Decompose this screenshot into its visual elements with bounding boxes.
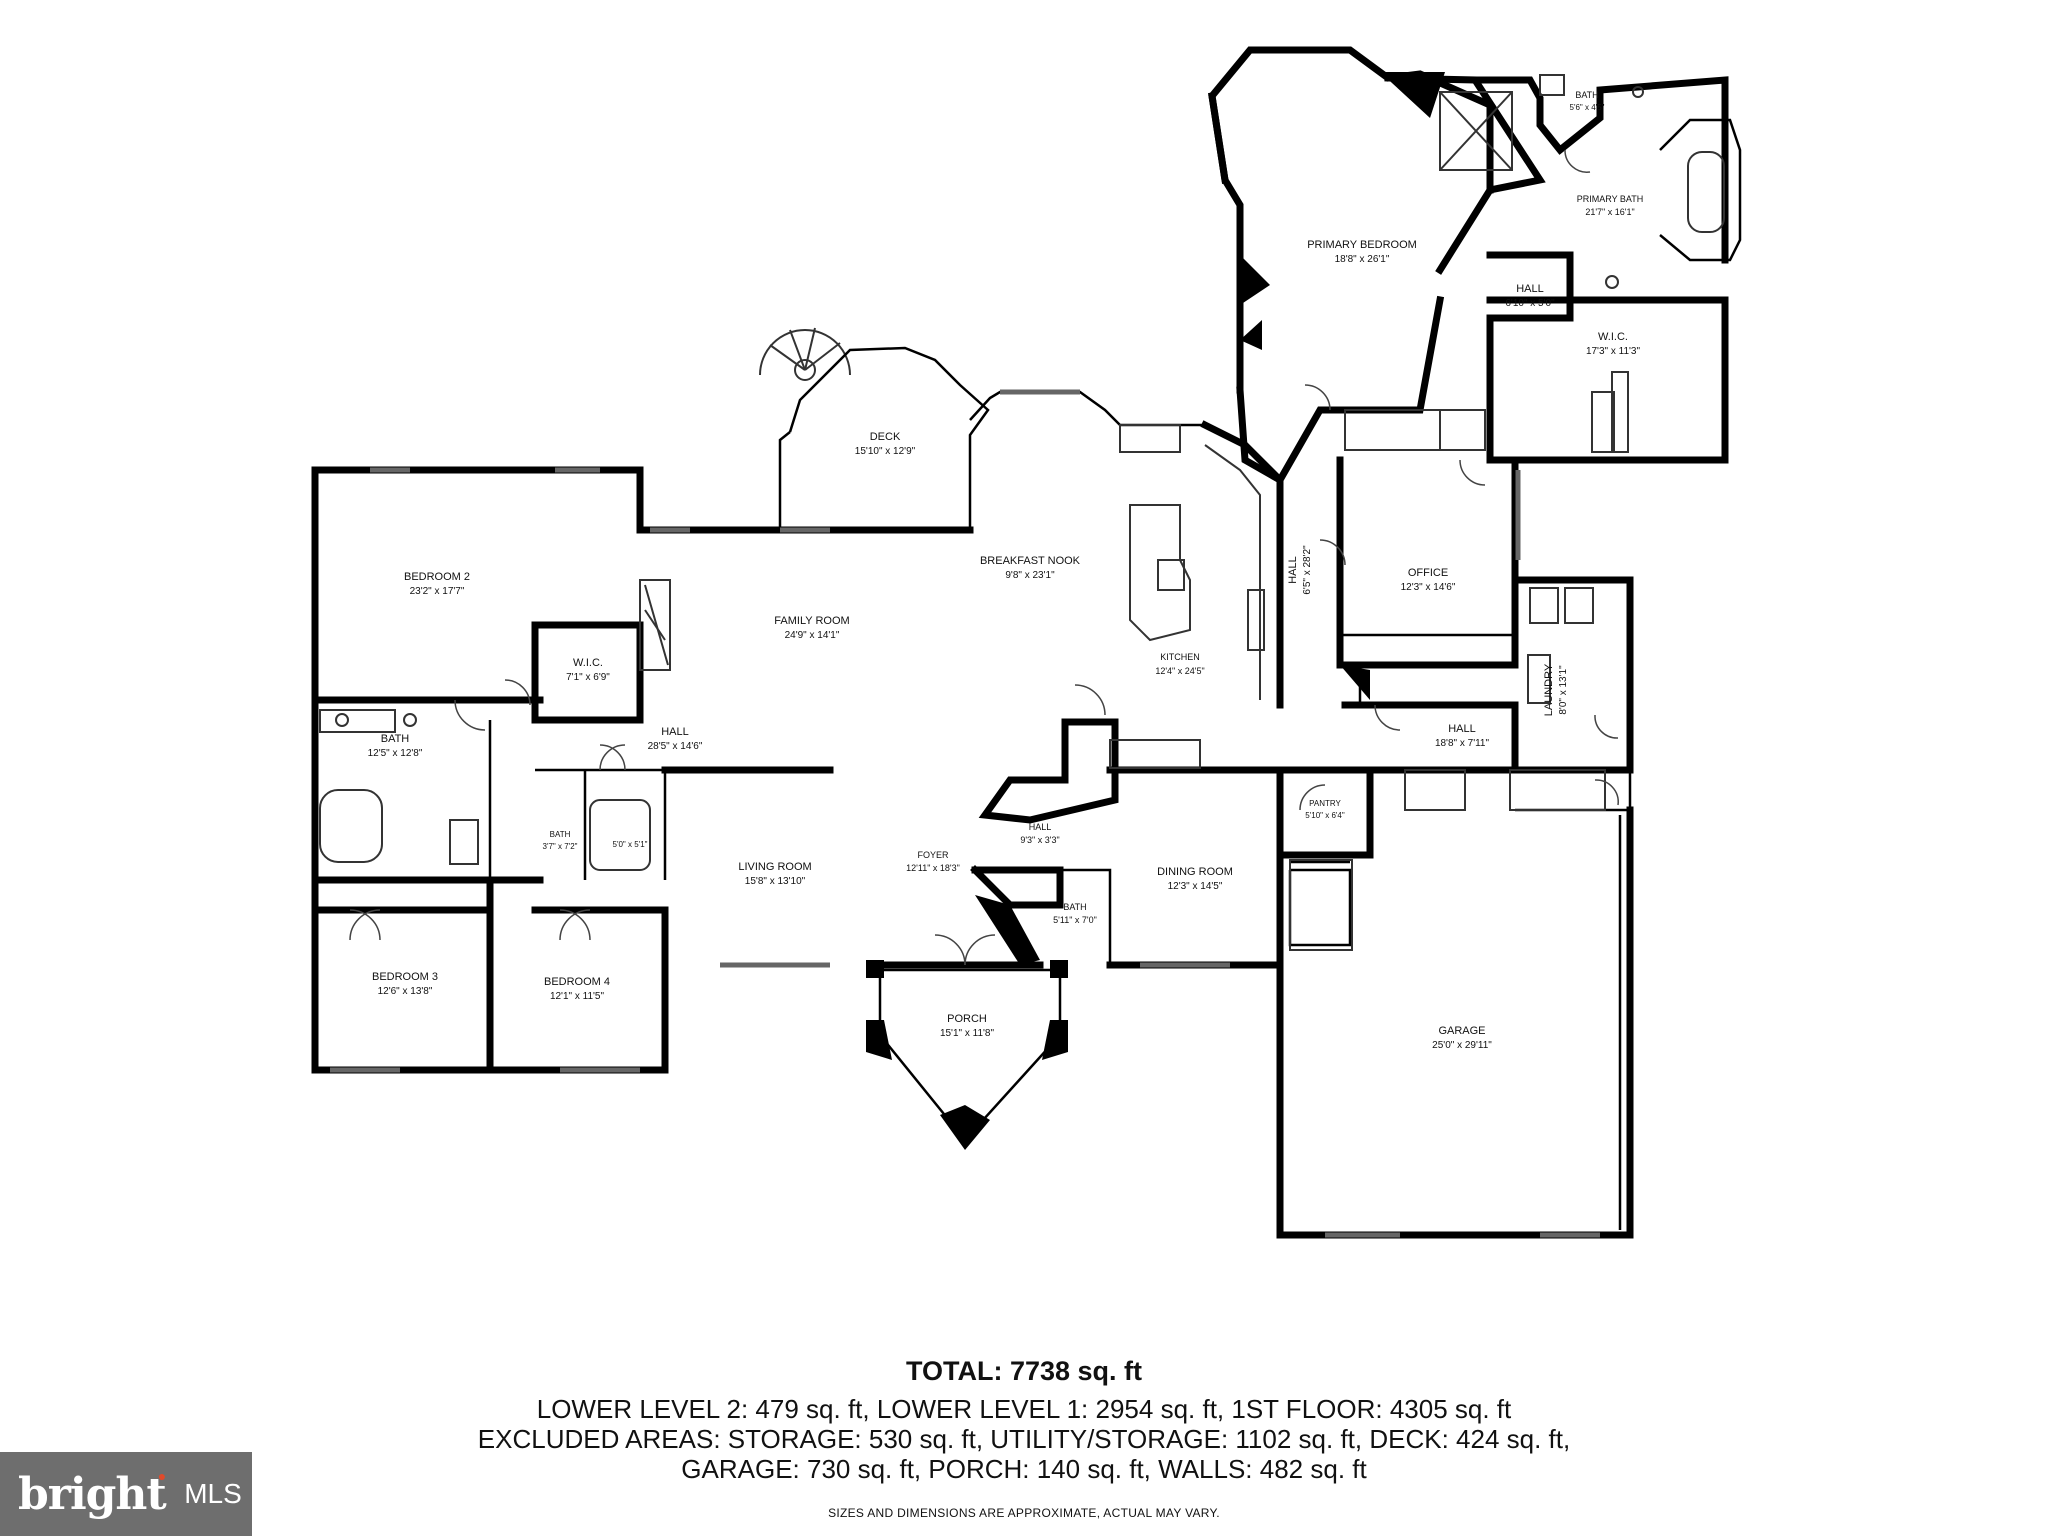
room-deck-dims: 15'10" x 12'9": [855, 446, 916, 457]
deck-area: [759, 327, 1205, 532]
room-office-name: OFFICE: [1408, 567, 1448, 579]
room-bedroom3-name: BEDROOM 3: [372, 971, 438, 983]
room-bedroom4-dims: 12'1" x 11'5": [550, 991, 605, 1002]
room-garage-dims: 25'0" x 29'11": [1432, 1040, 1492, 1051]
room-kitchen-dims: 12'4" x 24'5": [1155, 666, 1204, 676]
room-bath-foyer-name: BATH: [1063, 902, 1086, 912]
room-bath-small1-dims: 3'7" x 7'2": [543, 842, 578, 851]
room-garage-name: GARAGE: [1438, 1025, 1485, 1037]
room-bath-foyer-dims: 5'11" x 7'0": [1053, 915, 1097, 925]
room-hall-primary-dims: 6'10" x 5'0": [1505, 298, 1555, 309]
room-hall-main-name: HALL: [661, 726, 689, 738]
room-porch-dims: 15'1" x 11'8": [940, 1028, 995, 1039]
room-foyer-name: FOYER: [917, 850, 949, 860]
room-hall-main-dims: 28'5" x 14'6": [648, 741, 703, 752]
windows: [330, 467, 1600, 1238]
disclaimer: SIZES AND DIMENSIONS ARE APPROXIMATE, AC…: [828, 1506, 1220, 1520]
room-living-room-name: LIVING ROOM: [738, 861, 811, 873]
logo-brand-text: bright: [18, 1468, 167, 1520]
room-dining-room-name: DINING ROOM: [1157, 866, 1233, 878]
room-hall-office-dims: 18'8" x 7'11": [1435, 738, 1490, 749]
room-wic-primary-name: W.I.C.: [1598, 331, 1628, 343]
room-primary-bath-dims: 21'7" x 16'1": [1585, 207, 1634, 217]
room-breakfast-nook-name: BREAKFAST NOOK: [980, 555, 1081, 567]
logo-mls-text: MLS: [184, 1478, 242, 1509]
room-bedroom2-name: BEDROOM 2: [404, 571, 470, 583]
logo-dot-icon: ●: [157, 1468, 167, 1484]
room-hall-foyer-dims: 9'3" x 3'3": [1020, 835, 1059, 845]
area-breakdown-line-1: LOWER LEVEL 2: 479 sq. ft, LOWER LEVEL 1…: [536, 1394, 1512, 1424]
total-area: TOTAL: 7738 sq. ft: [905, 1356, 1143, 1386]
room-labels: PRIMARY BEDROOM 18'8" x 26'1" BATH 5'6" …: [368, 90, 1644, 1051]
area-breakdown-line-3: GARAGE: 730 sq. ft, PORCH: 140 sq. ft, W…: [681, 1454, 1367, 1484]
room-pantry-dims: 5'10" x 6'4": [1305, 811, 1345, 820]
room-wic-primary-dims: 17'3" x 11'3": [1586, 346, 1641, 357]
room-hall-vertical-dims: 6'5" x 28'2": [1302, 545, 1313, 595]
room-hall-foyer-name: HALL: [1029, 822, 1052, 832]
room-laundry-name: LAUNDRY: [1543, 663, 1555, 716]
room-bedroom3-dims: 12'6" x 13'8": [378, 986, 433, 997]
room-dining-room-dims: 12'3" x 14'5": [1168, 881, 1223, 892]
primary-suite-walls: [1208, 46, 1742, 485]
room-family-room-dims: 24'9" x 14'1": [785, 630, 840, 641]
room-breakfast-nook-dims: 9'8" x 23'1": [1005, 570, 1055, 581]
room-kitchen-name: KITCHEN: [1160, 652, 1200, 662]
room-primary-bedroom-name: PRIMARY BEDROOM: [1307, 239, 1417, 251]
room-bath-small2-dims: 5'0" x 5'1": [613, 840, 648, 849]
room-porch-name: PORCH: [947, 1013, 987, 1025]
room-hall-vertical-name: HALL: [1287, 556, 1299, 584]
room-wic-bed2-dims: 7'1" x 6'9": [566, 672, 610, 683]
room-foyer-dims: 12'11" x 18'3": [906, 863, 960, 873]
room-laundry-dims: 8'0" x 13'1": [1558, 665, 1569, 715]
main-walls: [311, 409, 1634, 1239]
room-bath-small1-name: BATH: [550, 830, 571, 839]
room-family-room-name: FAMILY ROOM: [774, 615, 849, 627]
door-swings: [349, 149, 1619, 966]
room-bath-top-name: BATH: [1575, 90, 1598, 100]
room-pantry-name: PANTRY: [1309, 799, 1341, 808]
room-hall-office-name: HALL: [1448, 723, 1476, 735]
area-breakdown-line-2: EXCLUDED AREAS: STORAGE: 530 sq. ft, UTI…: [477, 1424, 1571, 1454]
room-deck-name: DECK: [870, 431, 901, 443]
room-primary-bedroom-dims: 18'8" x 26'1": [1335, 254, 1390, 265]
room-bath-left-name: BATH: [381, 733, 410, 745]
room-bath-top-dims: 5'6" x 4'5": [1570, 103, 1605, 112]
room-hall-primary-name: HALL: [1516, 283, 1544, 295]
room-bath-left-dims: 12'5" x 12'8": [368, 748, 423, 759]
room-primary-bath-name: PRIMARY BATH: [1577, 194, 1644, 204]
room-wic-bed2-name: W.I.C.: [573, 657, 603, 669]
room-bedroom4-name: BEDROOM 4: [544, 976, 610, 988]
bright-mls-logo: bright ● MLS: [0, 1452, 252, 1536]
room-bedroom2-dims: 23'2" x 17'7": [410, 586, 465, 597]
fixtures: [319, 424, 1594, 871]
room-office-dims: 12'3" x 14'6": [1401, 582, 1456, 593]
room-living-room-dims: 15'8" x 13'10": [745, 876, 806, 887]
